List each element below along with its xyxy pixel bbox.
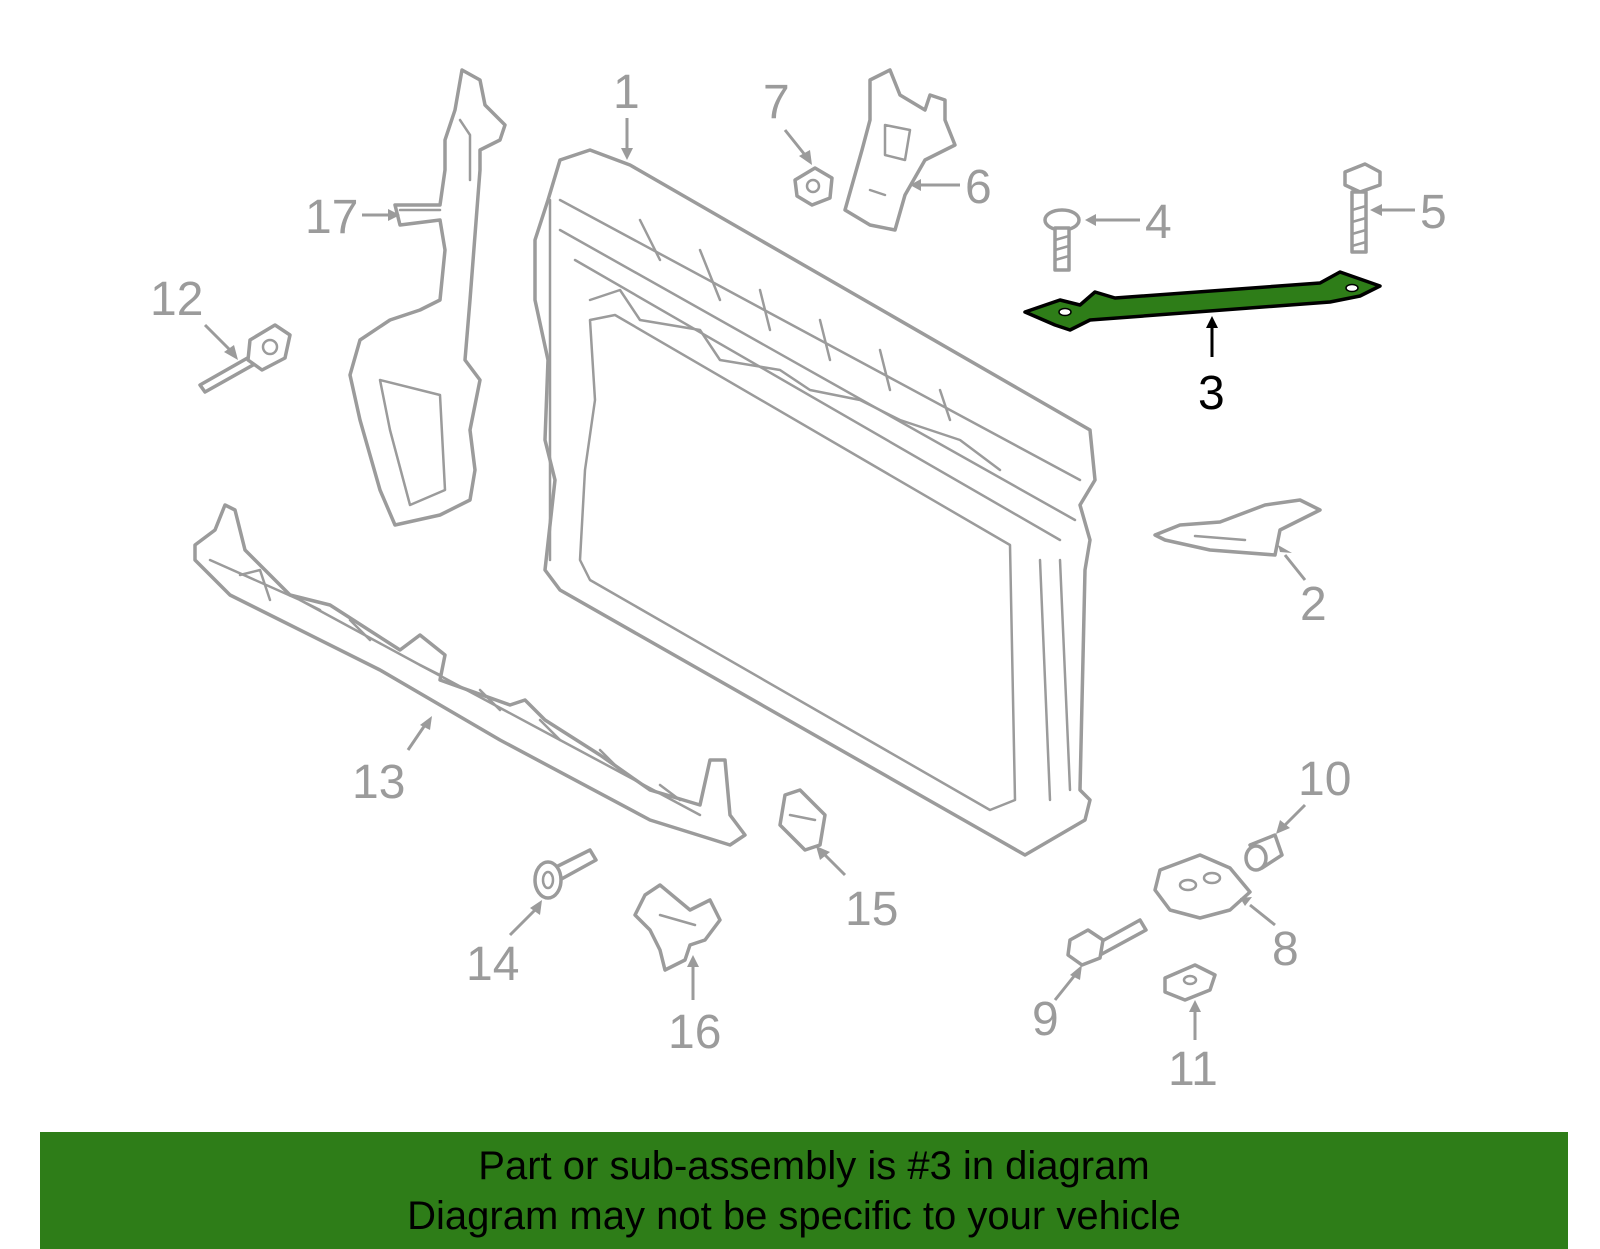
callout-label-8[interactable]: 8 xyxy=(1272,923,1299,976)
callout-label-15[interactable]: 15 xyxy=(845,883,898,936)
part-16-bracket[interactable] xyxy=(633,883,722,972)
part-3-hole-right xyxy=(1345,283,1359,293)
callout-numbers: 1 2 3 4 5 6 7 8 9 10 11 12 13 14 15 16 1… xyxy=(150,66,1447,1096)
callout-label-2[interactable]: 2 xyxy=(1300,578,1327,631)
callout-label-5[interactable]: 5 xyxy=(1420,186,1447,239)
part-1-radiator-support[interactable] xyxy=(533,148,1097,857)
callout-label-1[interactable]: 1 xyxy=(613,66,640,119)
callout-label-3[interactable]: 3 xyxy=(1198,367,1225,420)
part-3-upper-tie-bar[interactable] xyxy=(1023,270,1382,332)
part-3-shape xyxy=(1023,270,1382,332)
banner-line-1: Part or sub-assembly is #3 in diagram xyxy=(478,1143,1150,1188)
part-9-bolt[interactable] xyxy=(1066,918,1148,967)
part-13-lower-reinforcement[interactable] xyxy=(193,503,747,847)
callout-label-12[interactable]: 12 xyxy=(150,273,203,326)
callout-label-9[interactable]: 9 xyxy=(1032,993,1059,1046)
callout-label-16[interactable]: 16 xyxy=(668,1006,721,1059)
callout-label-10[interactable]: 10 xyxy=(1298,753,1351,806)
callout-label-7[interactable]: 7 xyxy=(763,76,790,129)
part-12-push-pin[interactable] xyxy=(198,323,292,394)
callout-label-17[interactable]: 17 xyxy=(305,191,358,244)
part-14-bolt[interactable] xyxy=(533,848,598,900)
callout-label-6[interactable]: 6 xyxy=(965,161,992,214)
parts-diagram: 1 2 3 4 5 6 7 8 9 10 11 12 13 14 15 16 1… xyxy=(150,66,1447,1096)
part-10-nut[interactable] xyxy=(1244,833,1284,872)
part-7-nut[interactable] xyxy=(793,166,834,207)
part-17-air-deflector[interactable] xyxy=(348,68,507,527)
part-6-bracket[interactable] xyxy=(843,68,957,232)
part-2-bracket[interactable] xyxy=(1153,498,1322,557)
part-15-clip[interactable] xyxy=(778,788,827,852)
part-3-hole-left xyxy=(1058,307,1072,317)
callout-leaders xyxy=(203,118,1415,1040)
callout-label-14[interactable]: 14 xyxy=(466,938,519,991)
callout-label-4[interactable]: 4 xyxy=(1145,196,1172,249)
callout-3-leader xyxy=(1206,316,1218,357)
info-banner: Part or sub-assembly is #3 in diagram Di… xyxy=(40,1132,1568,1249)
part-5-bolt[interactable] xyxy=(1343,162,1382,254)
part-8-plate[interactable] xyxy=(1153,853,1252,920)
banner-line-2: Diagram may not be specific to your vehi… xyxy=(407,1193,1181,1238)
callout-label-13[interactable]: 13 xyxy=(352,756,405,809)
callout-label-11[interactable]: 11 xyxy=(1168,1043,1218,1096)
part-4-bolt[interactable] xyxy=(1043,208,1081,272)
part-11-clip-nut[interactable] xyxy=(1163,963,1217,1002)
